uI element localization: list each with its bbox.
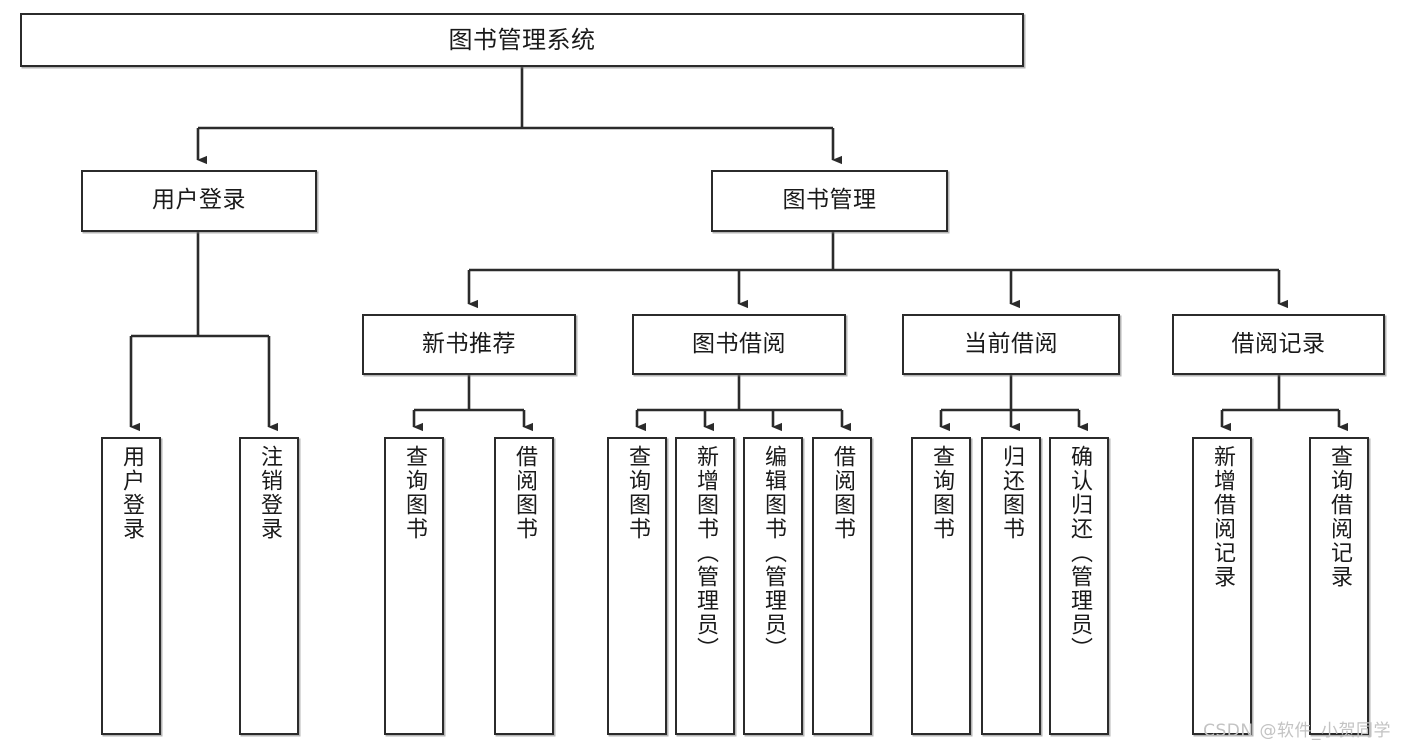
node-borrow-record[interactable]: 借阅记录: [1172, 314, 1385, 375]
leaf-user-login-logout[interactable]: 注销登录: [239, 437, 299, 735]
node-book-management[interactable]: 图书管理: [711, 170, 948, 232]
node-label: 用户登录: [152, 187, 246, 214]
node-label: 用户登录: [119, 445, 144, 541]
leaf-user-login-login[interactable]: 用户登录: [101, 437, 161, 735]
node-label: 当前借阅: [964, 330, 1058, 357]
node-label: 图书管理系统: [448, 25, 596, 54]
node-label: 图书借阅: [692, 330, 786, 357]
leaf-current-borrow-return-book[interactable]: 归还图书: [981, 437, 1041, 735]
node-label: 注销登录: [257, 445, 282, 541]
leaf-book-borrow-add-book-admin[interactable]: 新增图书（管理员）: [675, 437, 735, 735]
leaf-book-borrow-edit-book-admin[interactable]: 编辑图书（管理员）: [743, 437, 803, 735]
node-book-borrow[interactable]: 图书借阅: [632, 314, 846, 375]
node-label: 查询图书: [625, 445, 650, 541]
leaf-current-borrow-query-book[interactable]: 查询图书: [911, 437, 971, 735]
node-label: 归还图书: [999, 445, 1024, 541]
node-root-book-management-system[interactable]: 图书管理系统: [20, 13, 1024, 67]
node-label: 新增图书（管理员）: [693, 445, 718, 661]
node-user-login[interactable]: 用户登录: [81, 170, 317, 232]
leaf-borrow-record-add-record[interactable]: 新增借阅记录: [1192, 437, 1252, 735]
node-label: 借阅图书: [830, 445, 855, 541]
node-label: 借阅图书: [512, 445, 537, 541]
node-label: 查询图书: [929, 445, 954, 541]
leaf-book-borrow-query-book[interactable]: 查询图书: [607, 437, 667, 735]
node-label: 图书管理: [782, 187, 877, 214]
node-label: 新书推荐: [422, 330, 516, 357]
node-label: 新增借阅记录: [1210, 445, 1235, 589]
node-current-borrow[interactable]: 当前借阅: [902, 314, 1120, 375]
node-label: 查询图书: [402, 445, 427, 541]
node-label: 查询借阅记录: [1327, 445, 1352, 589]
watermark-csdn: CSDN @软件_小贺同学: [1203, 721, 1391, 741]
node-label: 借阅记录: [1231, 330, 1326, 357]
node-label: 确认归还（管理员）: [1067, 445, 1092, 661]
leaf-new-book-query-book[interactable]: 查询图书: [384, 437, 444, 735]
leaf-new-book-borrow-book[interactable]: 借阅图书: [494, 437, 554, 735]
leaf-book-borrow-borrow-book[interactable]: 借阅图书: [812, 437, 872, 735]
node-label: 编辑图书（管理员）: [761, 445, 786, 661]
node-new-book-recommend[interactable]: 新书推荐: [362, 314, 576, 375]
leaf-current-borrow-confirm-return-admin[interactable]: 确认归还（管理员）: [1049, 437, 1109, 735]
leaf-borrow-record-query-record[interactable]: 查询借阅记录: [1309, 437, 1369, 735]
